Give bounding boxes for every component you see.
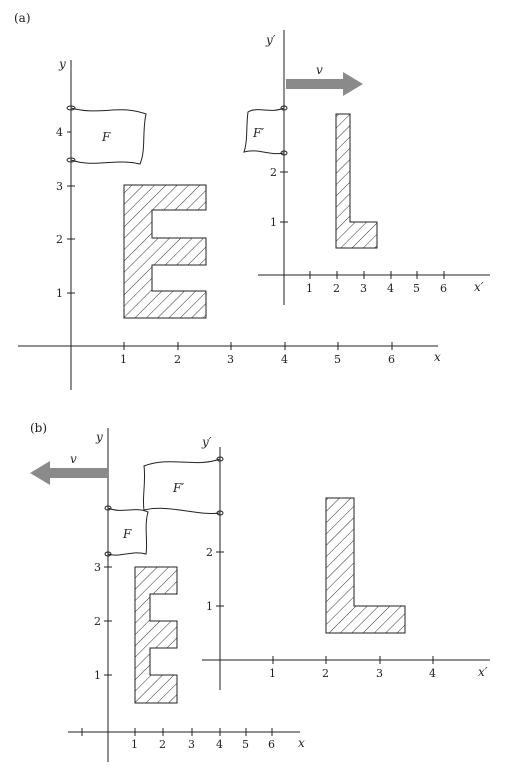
panel-a-flag-f-prime-label: F′ [252, 126, 264, 140]
panel-a-sp-xtick-1: 1 [306, 282, 313, 295]
panel-a-letter-e [123, 184, 207, 319]
panel-a-sp-xtick-4: 4 [387, 282, 394, 295]
panel-b-flag-f: F [104, 505, 149, 557]
panel-a-s-ytick-1: 1 [56, 287, 63, 300]
panel-b-label: (b) [30, 421, 47, 435]
panel-b-flag-f-prime-label: F′ [172, 481, 184, 495]
panel-a-velocity-arrow: v [286, 63, 363, 96]
panel-b-s-ytick-2: 2 [94, 615, 101, 628]
panel-a-s-xtick-3: 3 [227, 353, 234, 366]
panel-a-s-xtick-1: 1 [120, 353, 127, 366]
panel-a-flag-f-prime: F′ [243, 105, 288, 156]
panel-a-s-xtick-6: 6 [388, 353, 395, 366]
panel-a-sp-y-label: y′ [265, 33, 276, 47]
panel-a-label: (a) [14, 11, 31, 25]
panel-a-frame-s: 1 2 3 4 5 6 x 1 2 3 4 y [18, 57, 441, 390]
panel-b-frame-s: 1 2 3 4 5 6 x 1 2 3 y [68, 428, 305, 762]
panel-b-s-xtick-3: 3 [188, 738, 195, 751]
panel-b-s-xtick-5: 5 [242, 738, 249, 751]
panel-b-sp-x-label: x′ [478, 665, 488, 679]
panel-b-letter-e [134, 566, 178, 704]
panel-b-s-ytick-1: 1 [94, 669, 101, 682]
panel-a-flag-f: F [66, 105, 147, 165]
panel-b-velocity-arrow: v [30, 452, 108, 485]
panel-a-frame-s-prime: 1 2 3 4 5 6 x′ 1 2 y′ [258, 30, 490, 305]
panel-b-sp-xtick-3: 3 [376, 667, 383, 680]
panel-b-sp-xtick-2: 2 [322, 667, 329, 680]
panel-b-s-xtick-6: 6 [268, 738, 275, 751]
panel-a-s-y-label: y [58, 57, 66, 71]
panel-a-letter-l [335, 113, 378, 249]
panel-a-s-xtick-5: 5 [334, 353, 341, 366]
panel-b-s-xtick-1: 1 [131, 738, 138, 751]
panel-a-s-xtick-4: 4 [281, 353, 288, 366]
panel-b-flag-f-prime: F′ [142, 456, 224, 516]
panel-b-velocity-label: v [70, 452, 77, 466]
panel-b-s-xtick-4: 4 [216, 738, 223, 751]
panel-a-s-xtick-2: 2 [174, 353, 181, 366]
panel-b-s-x-label: x [298, 736, 305, 750]
panel-a-s-ytick-4: 4 [56, 126, 63, 139]
panel-a-s-ytick-2: 2 [56, 233, 63, 246]
panel-b-s-y-label: y [95, 430, 103, 444]
panel-a-sp-ytick-2: 2 [270, 166, 277, 179]
panel-b-letter-l [325, 497, 406, 634]
panel-a-sp-xtick-3: 3 [360, 282, 367, 295]
panel-a-sp-xtick-6: 6 [440, 282, 447, 295]
panel-b-s-ytick-3: 3 [94, 561, 101, 574]
panel-b-sp-ytick-2: 2 [206, 546, 213, 559]
panel-b-sp-ytick-1: 1 [206, 600, 213, 613]
panel-a-s-x-label: x [434, 350, 441, 364]
panel-a-sp-x-label: x′ [474, 280, 484, 294]
panel-b-sp-y-label: y′ [201, 435, 212, 449]
panel-a-flag-f-label: F [101, 130, 111, 144]
panel-a-sp-xtick-5: 5 [413, 282, 420, 295]
panel-b-s-xtick-2: 2 [159, 738, 166, 751]
panel-b-sp-xtick-1: 1 [269, 667, 276, 680]
panel-a-velocity-label: v [316, 63, 323, 77]
panel-a-sp-xtick-2: 2 [333, 282, 340, 295]
panel-a-sp-ytick-1: 1 [270, 216, 277, 229]
panel-a-s-ytick-3: 3 [56, 180, 63, 193]
panel-b-sp-xtick-4: 4 [429, 667, 436, 680]
panel-b-flag-f-label: F [122, 527, 132, 541]
